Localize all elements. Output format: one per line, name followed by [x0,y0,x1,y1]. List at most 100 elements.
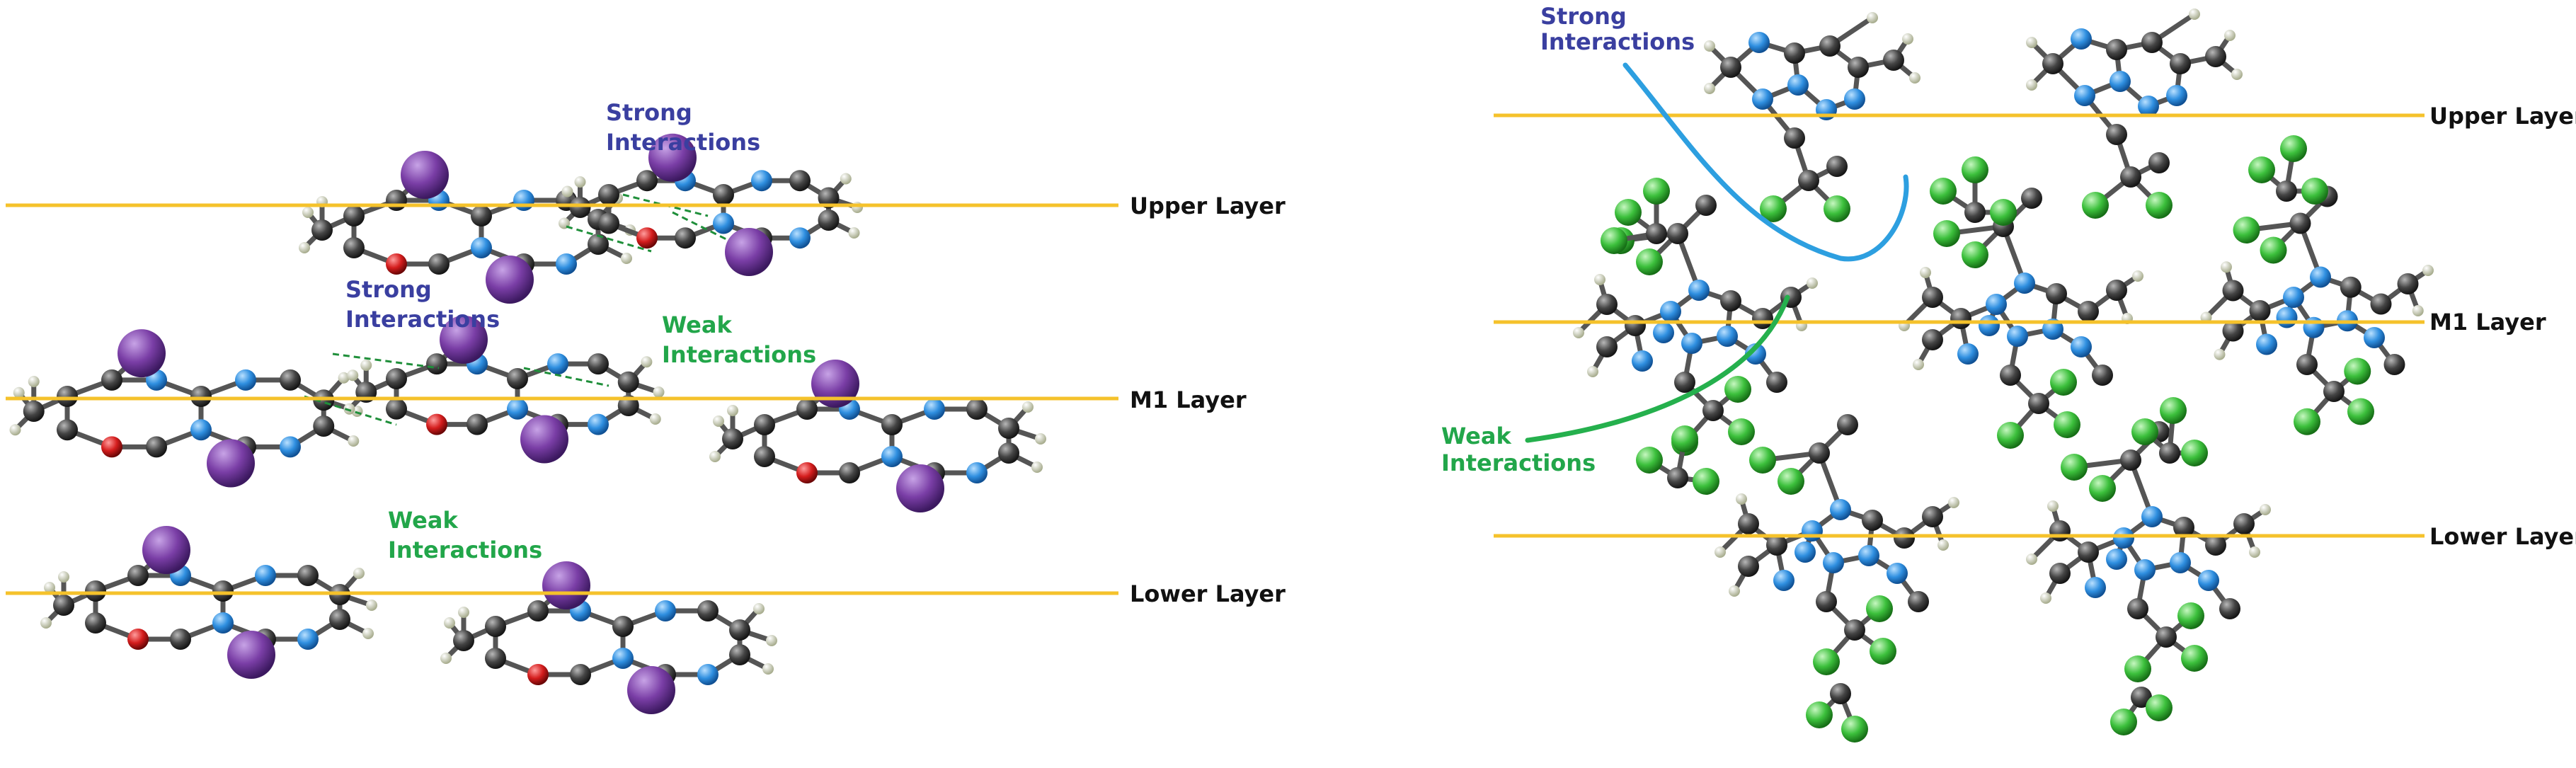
carbon-atom [313,415,335,437]
carbon-atom [297,565,319,586]
chlorine-atom [2181,645,2208,672]
carbon-atom [1766,372,1787,393]
hydrogen-atom [727,405,738,416]
iodine-atom [811,360,859,408]
hydrogen-atom [2249,546,2260,558]
carbon-atom [818,210,840,231]
carbon-atom [386,368,407,389]
hydrogen-atom [561,185,573,197]
iodine-atom [142,526,190,574]
carbon-atom [1848,57,1869,78]
molecule [1704,12,1920,222]
hydrogen-atom [444,617,455,629]
carbon-atom [2323,381,2345,402]
hydrogen-atom [1937,539,1949,551]
hydrogen-atom [2214,348,2226,360]
nitrogen-atom [1858,545,1879,566]
hydrogen-atom [353,568,365,579]
carbon-atom [2397,273,2419,294]
nitrogen-atom [1844,88,1865,110]
chlorine-atom [2177,602,2204,629]
hydrogen-atom [1573,327,1584,338]
nitrogen-atom [1748,32,1770,53]
right-weak-curve [1525,294,1790,443]
nitrogen-atom [789,227,811,249]
hydrogen-atom [2026,79,2037,91]
chlorine-atom [2110,709,2137,735]
nitrogen-atom [513,190,534,211]
chlorine-atom [1760,195,1787,222]
hydrogen-atom [13,386,25,399]
left-weak-2-line1: Weak [388,507,458,534]
carbon-atom [127,565,149,586]
carbon-atom [386,190,407,211]
nitrogen-atom [2276,306,2298,328]
hydrogen-atom [343,403,355,415]
chlorine-atom [1824,195,1850,222]
hydrogen-atom [2224,30,2236,41]
hydrogen-atom [2412,305,2424,316]
chlorine-atom [2146,192,2173,219]
right-weak-line2: Interactions [1441,449,1596,476]
right-strong-line2: Interactions [1540,28,1695,55]
chlorine-atom [2082,192,2109,219]
carbon-atom [343,237,365,258]
hydrogen-atom [1736,493,1747,505]
carbon-atom [789,170,811,192]
carbon-atom [23,401,45,422]
nitrogen-atom [2014,273,2035,294]
carbon-atom [729,619,750,641]
nitrogen-atom [1979,315,2000,336]
carbon-atom [1720,290,1741,311]
molecule [440,561,777,714]
chlorine-atom [1636,447,1663,474]
chlorine-atom [1749,447,1776,474]
hydrogen-atom [621,253,632,264]
carbon-atom [2296,354,2318,375]
hydrogen-atom [709,451,721,462]
hydrogen-atom [302,207,314,218]
hydrogen-atom [852,202,863,213]
chlorine-atom [2131,418,2158,445]
hydrogen-atom [1867,12,1878,23]
chlorine-atom [1997,422,2024,449]
nitrogen-atom [966,462,988,483]
carbon-atom [57,419,78,441]
chlorine-atom [2280,135,2307,162]
nitrogen-atom [2198,570,2219,591]
right-strong-curve [1622,62,1909,262]
hydrogen-atom [1807,277,1818,289]
nitrogen-atom [2256,333,2277,355]
carbon-atom [1766,534,1787,556]
carbon-atom [453,630,474,651]
hydrogen-atom [2221,261,2232,273]
carbon-atom [818,187,840,209]
carbon-atom [588,234,609,255]
chlorine-atom [2344,357,2371,385]
right-upper-layer-label: Upper Layer [2429,103,2576,130]
carbon-atom [713,184,734,205]
nitrogen-atom [1787,74,1809,96]
nitrogen-atom [547,353,568,375]
carbon-atom [1816,591,1837,612]
molecule [9,329,363,488]
nitrogen-atom [1752,88,1773,110]
carbon-atom [2156,626,2177,648]
hydrogen-atom [1913,359,1924,370]
carbon-atom [2159,442,2180,464]
hydrogen-atom [348,435,360,447]
carbon-atom [146,436,167,458]
chlorine-atom [1930,178,1957,205]
hydrogen-atom [753,603,765,614]
nitrogen-atom [1794,541,1816,563]
chlorine-atom [2301,178,2328,205]
carbon-atom [2120,166,2141,188]
carbon-atom [612,616,634,637]
oxygen-atom [101,436,122,458]
chlorine-atom [2146,694,2173,721]
molecule [1899,188,2143,449]
carbon-atom [2049,520,2071,541]
molecule [559,133,863,276]
hydrogen-atom [458,607,469,618]
carbon-atom [2170,53,2191,74]
